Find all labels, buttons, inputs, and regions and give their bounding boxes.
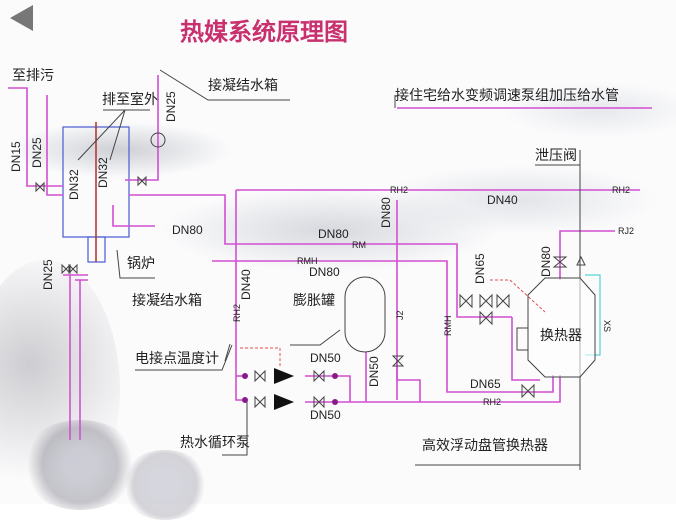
tag-rh2-bottom: RH2 [483,397,501,407]
tag-dn32-b: DN32 [96,157,110,188]
tag-rj2: RJ2 [618,226,634,236]
tag-rh2-vert: RH2 [232,304,242,322]
tag-dn25-left: DN25 [30,137,44,168]
control-signal-line [490,279,546,313]
tag-rmh-vert: RMH [443,316,453,337]
label-relief-valve: 泄压阀 [535,148,577,164]
label-condensate-tank-bottom: 接凝结水箱 [132,292,202,309]
valves [35,132,586,409]
tag-rmh: RMH [297,256,318,266]
tag-rm: RM [352,240,366,250]
tag-xs: XS [602,320,612,332]
tag-dn40-vert: DN40 [239,269,253,300]
tag-dn15: DN15 [9,141,23,172]
tag-dn25-top: DN25 [164,91,178,122]
heat-medium-system-diagram: 热媒系统原理图 [8,5,652,470]
tag-rh2-top: RH2 [390,185,408,195]
pump-fittings [242,373,338,405]
tag-dn65-bottom: DN65 [470,377,501,391]
label-exhaust-outdoor: 排至室外 [102,91,158,108]
tag-dn25-bottom: DN25 [41,259,55,290]
label-coil-exchanger: 高效浮动盘管换热器 [422,437,548,454]
cloud-background [0,0,676,504]
label-expansion-tank: 膨胀罐 [293,292,335,309]
label-thermometer: 电接点温度计 [135,350,219,367]
tag-rh2-right: RH2 [612,185,630,195]
label-to-sewage: 至排污 [12,68,54,84]
page-title: 热媒系统原理图 [180,18,348,46]
tag-dn50-top: DN50 [310,351,341,365]
tag-dn50-vert: DN50 [367,356,381,387]
tag-dn80-out: DN80 [172,223,203,237]
thermometer-signal-line [240,347,281,368]
tag-dn80-vert: DN80 [379,197,393,228]
heat-exchanger [527,277,596,378]
tag-j2: J2 [395,310,405,320]
label-residential-supply: 接住宅给水变频调速泵组加压给水管 [395,87,619,104]
tag-dn65-vert: DN65 [473,253,487,284]
label-boiler: 锅炉 [127,256,155,272]
tag-dn40-top: DN40 [487,193,518,207]
label-circulation-pump: 热水循环泵 [180,435,250,451]
label-heat-exchanger: 换热器 [540,327,582,344]
pump-icon [274,394,294,410]
exchanger-flange [516,327,529,351]
tag-dn80-rm: DN80 [318,227,349,241]
tag-dn80-hx: DN80 [539,246,553,277]
back-triangle-icon[interactable] [10,5,33,31]
tag-dn32-a: DN32 [67,169,81,200]
tag-dn50-bottom: DN50 [310,408,341,422]
tag-dn80-rmh: DN80 [309,265,340,279]
pipes [8,75,652,440]
leader-lines [77,69,580,371]
label-condensate-tank-top: 接凝结水箱 [208,77,278,94]
expansion-tank [344,276,386,353]
pump-icon [274,368,294,384]
